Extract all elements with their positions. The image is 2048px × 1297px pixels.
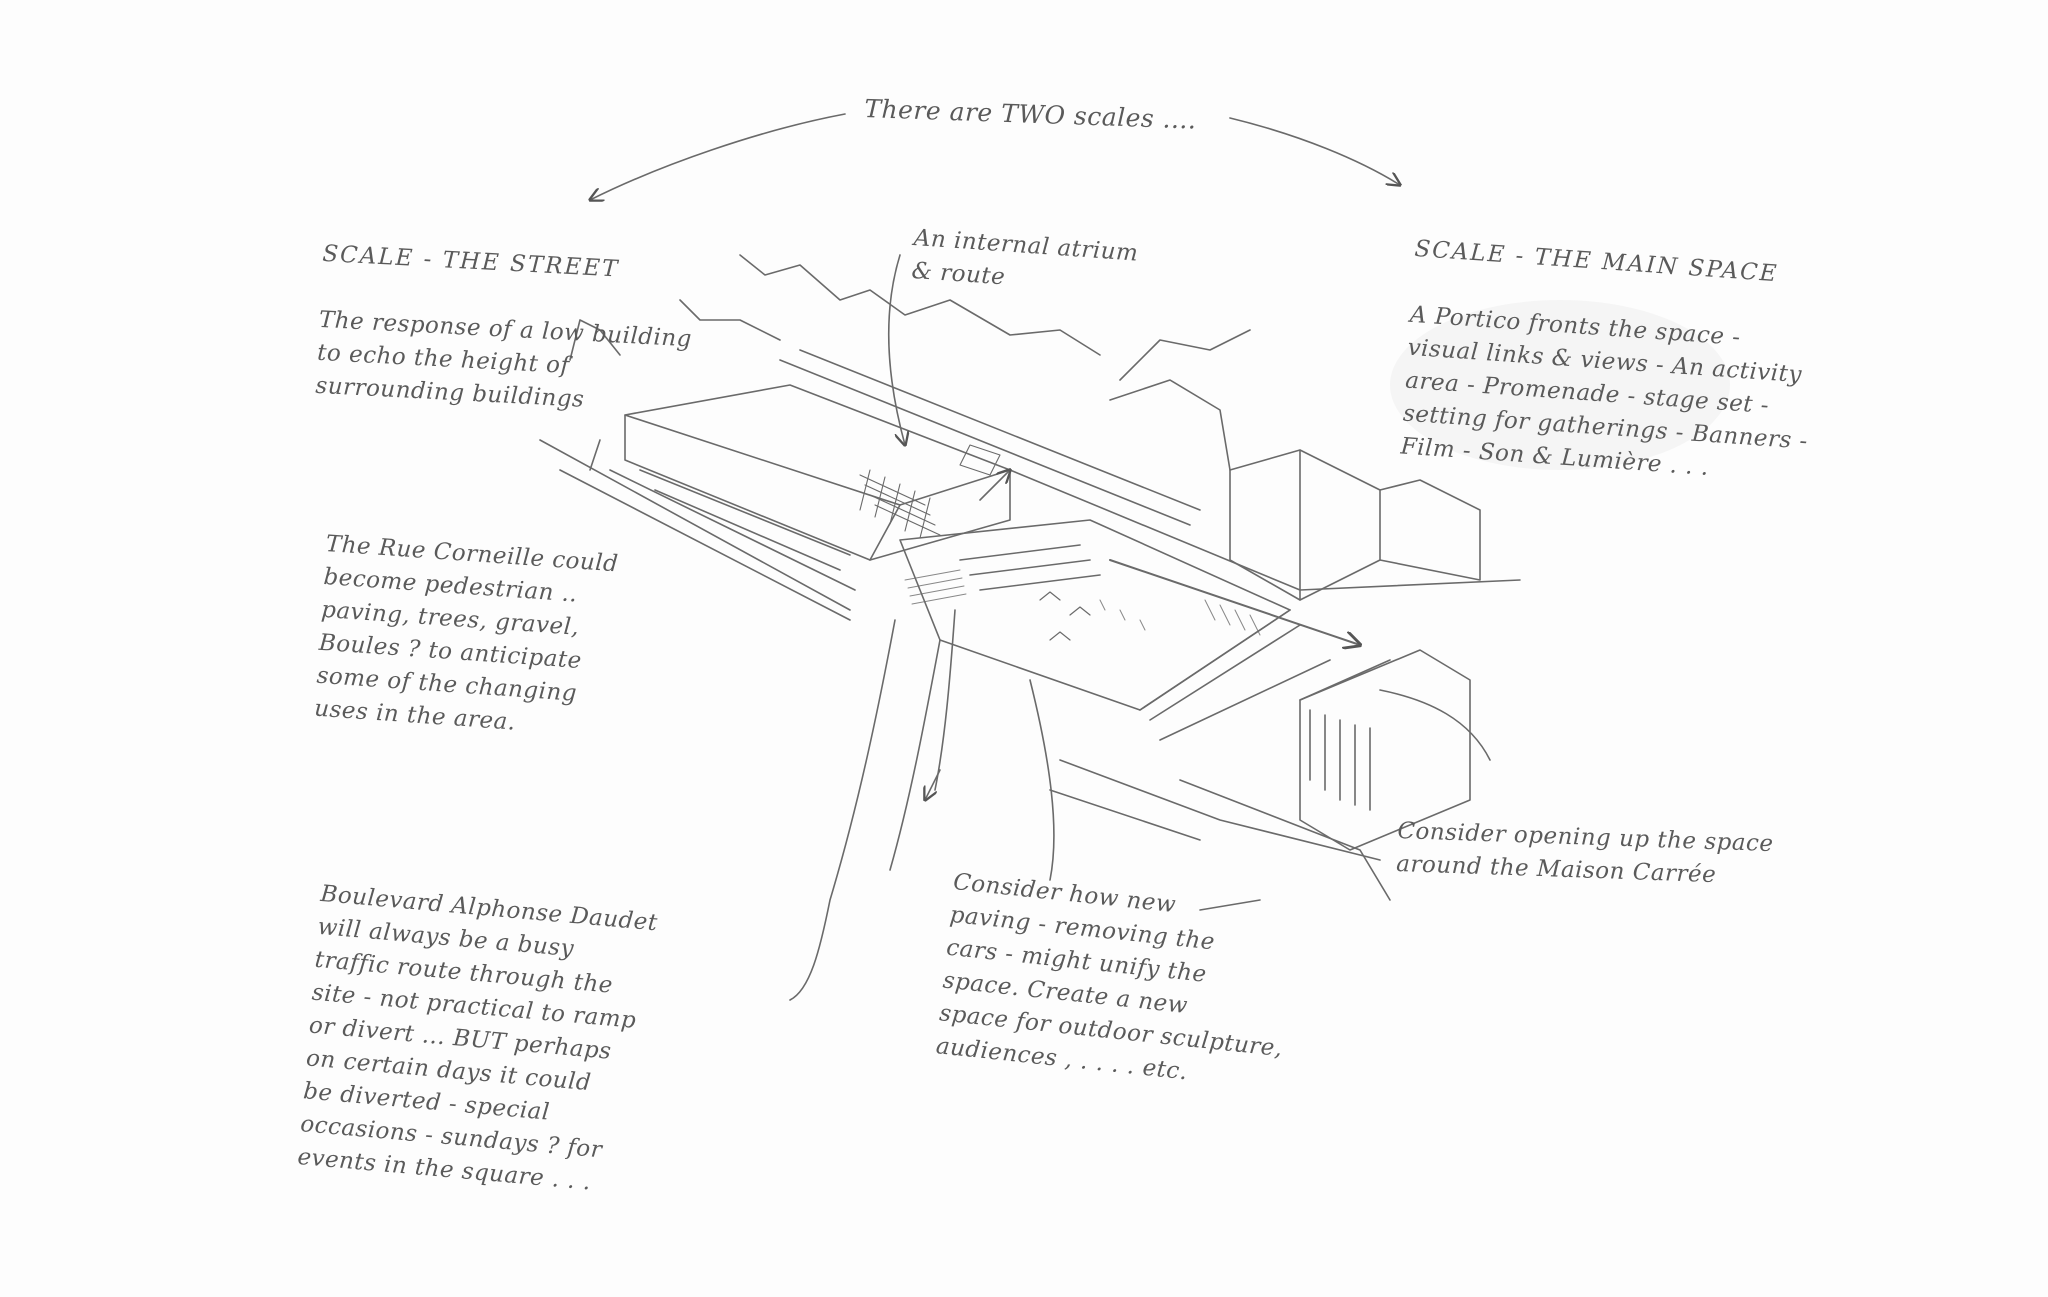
main-space-scale-text: A Portico fronts the space - visual link… <box>1399 301 1809 481</box>
boulevard-note: Boulevard Alphonse Daudet will always be… <box>296 880 659 1196</box>
arrow-to-main-space-scale <box>1229 117 1400 185</box>
main-space-scale-heading: SCALE - THE MAIN SPACE <box>1413 235 1780 288</box>
tree-cluster <box>1039 591 1091 641</box>
main-space-scale-note: SCALE - THE MAIN SPACE A Portico fronts … <box>1397 200 1822 525</box>
arrow-to-street-scale <box>590 113 846 200</box>
distant-roofline <box>739 254 1101 356</box>
paving-note: Consider how new paving - removing the c… <box>934 868 1284 1086</box>
boulevard-lines <box>789 619 896 1001</box>
street-scale-heading: SCALE - THE STREET <box>321 240 620 283</box>
street-edge <box>539 439 851 621</box>
rue-corneille-note: The Rue Corneille could become pedestria… <box>313 530 620 736</box>
atrium-grid <box>859 444 1001 539</box>
pedestrian-route-arrow <box>1109 559 1360 645</box>
main-square <box>899 519 1291 711</box>
maison-carree-note: Consider opening up the space around the… <box>1395 817 1774 889</box>
right-building <box>1229 449 1381 601</box>
street-scale-note: SCALE - THE STREET The response of a low… <box>313 205 698 455</box>
portico-building <box>1299 649 1471 851</box>
hatching <box>904 569 1261 636</box>
street-scale-text: The response of a low building to echo t… <box>314 306 693 413</box>
atrium-arrow <box>888 254 905 445</box>
pencil-smudge <box>1390 300 1730 470</box>
